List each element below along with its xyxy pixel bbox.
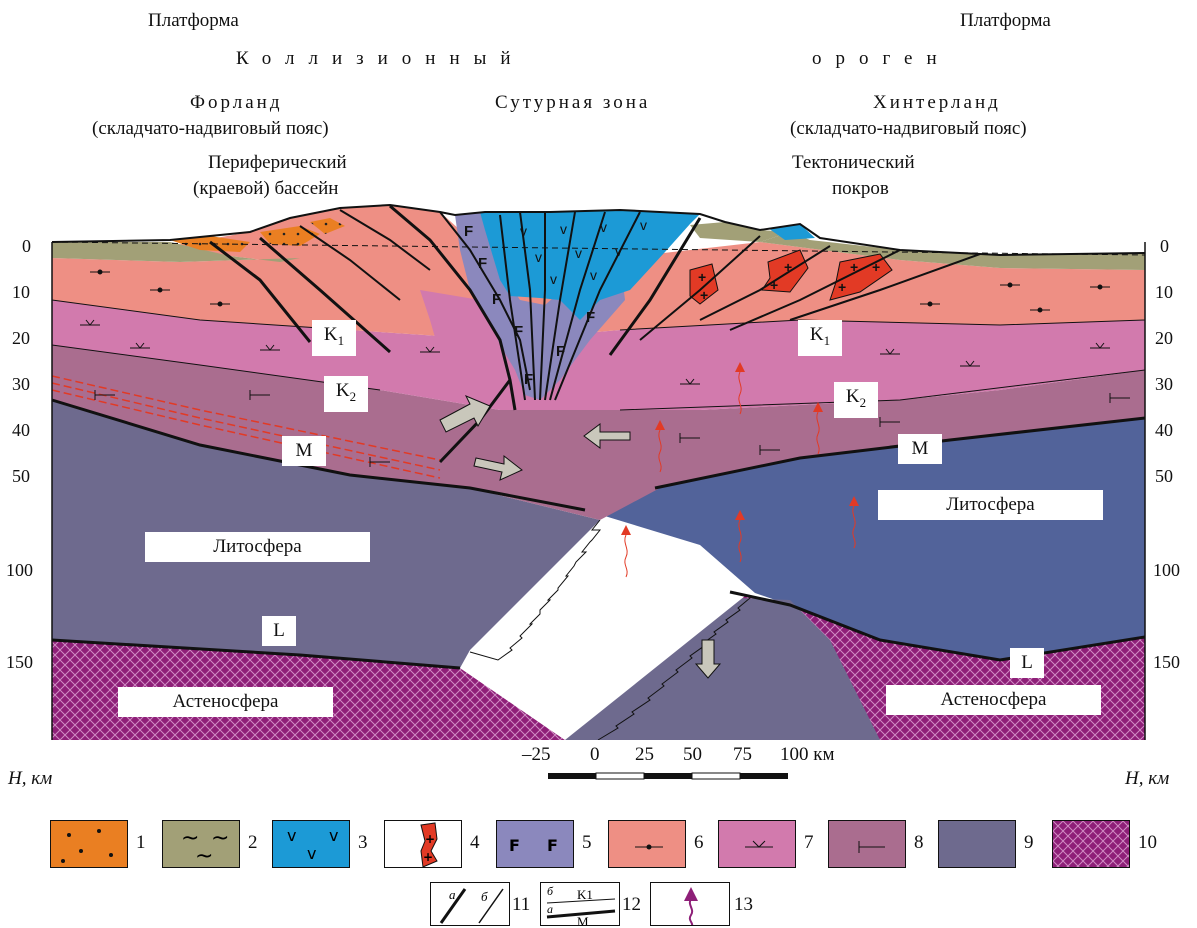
axis-right-tick-10: 10 bbox=[1155, 282, 1173, 302]
label-l-left: L bbox=[262, 616, 296, 646]
svg-text:v: v bbox=[575, 245, 582, 261]
axis-left-tick-50: 50 bbox=[12, 466, 30, 486]
svg-text:+: + bbox=[872, 259, 880, 275]
axis-right-tick-30: 30 bbox=[1155, 374, 1173, 394]
scale-label-50: 50 bbox=[683, 744, 702, 766]
label-l-right: L bbox=[1010, 648, 1044, 678]
axis-unit-left: H, км bbox=[8, 768, 52, 790]
svg-text:+: + bbox=[838, 279, 846, 295]
label-k1-left: K1 bbox=[312, 320, 356, 356]
svg-text:v: v bbox=[550, 271, 557, 287]
svg-text:F: F bbox=[514, 323, 523, 340]
svg-text:F: F bbox=[586, 309, 595, 326]
label-asthenosphere-left: Астеносфера bbox=[118, 687, 333, 717]
axis-right-tick-40: 40 bbox=[1155, 420, 1173, 440]
axis-left-tick-150: 150 bbox=[6, 652, 33, 672]
svg-text:+: + bbox=[698, 269, 706, 285]
axis-unit-right: H, км bbox=[1125, 768, 1169, 790]
label-k2-right: K2 bbox=[834, 382, 878, 418]
svg-text:v: v bbox=[590, 267, 597, 283]
svg-text:v: v bbox=[615, 243, 622, 259]
axis-right-tick-50: 50 bbox=[1155, 466, 1173, 486]
svg-text:+: + bbox=[784, 259, 792, 275]
svg-text:F: F bbox=[478, 255, 487, 272]
scale-label-0: 0 bbox=[590, 744, 600, 766]
axis-left-tick-100: 100 bbox=[6, 560, 33, 580]
svg-text:v: v bbox=[640, 217, 647, 233]
scale-label-100km: 100 км bbox=[780, 744, 835, 766]
label-m-right: M bbox=[898, 434, 942, 464]
svg-text:v: v bbox=[560, 221, 567, 237]
axis-left-tick-30: 30 bbox=[12, 374, 30, 394]
axis-left-tick-10: 10 bbox=[12, 282, 30, 302]
scale-label-75: 75 bbox=[733, 744, 752, 766]
svg-text:F: F bbox=[524, 371, 533, 388]
svg-text:v: v bbox=[520, 223, 527, 239]
label-m-left: M bbox=[282, 436, 326, 466]
label-asthenosphere-right: Астеносфера bbox=[886, 685, 1101, 715]
label-lithosphere-right: Литосфера bbox=[878, 490, 1103, 520]
label-lithosphere-left: Литосфера bbox=[145, 532, 370, 562]
scale-label-neg25: –25 bbox=[522, 744, 551, 766]
axis-right-tick-20: 20 bbox=[1155, 328, 1173, 348]
axis-left-tick-20: 20 bbox=[12, 328, 30, 348]
scale-label-25: 25 bbox=[635, 744, 654, 766]
svg-text:v: v bbox=[600, 219, 607, 235]
label-k2-left: K2 bbox=[324, 376, 368, 412]
svg-text:F: F bbox=[492, 291, 501, 308]
svg-text:v: v bbox=[535, 249, 542, 265]
label-k1-right: K1 bbox=[798, 320, 842, 356]
axis-right-tick-0: 0 bbox=[1160, 236, 1169, 256]
svg-text:+: + bbox=[770, 277, 778, 293]
svg-text:+: + bbox=[700, 287, 708, 303]
svg-text:+: + bbox=[850, 259, 858, 275]
svg-text:F: F bbox=[556, 343, 565, 360]
axis-left-tick-40: 40 bbox=[12, 420, 30, 440]
svg-text:F: F bbox=[464, 223, 473, 240]
axis-right-tick-150: 150 bbox=[1153, 652, 1180, 672]
axis-left-tick-0: 0 bbox=[22, 236, 31, 256]
axis-right-tick-100: 100 bbox=[1153, 560, 1180, 580]
